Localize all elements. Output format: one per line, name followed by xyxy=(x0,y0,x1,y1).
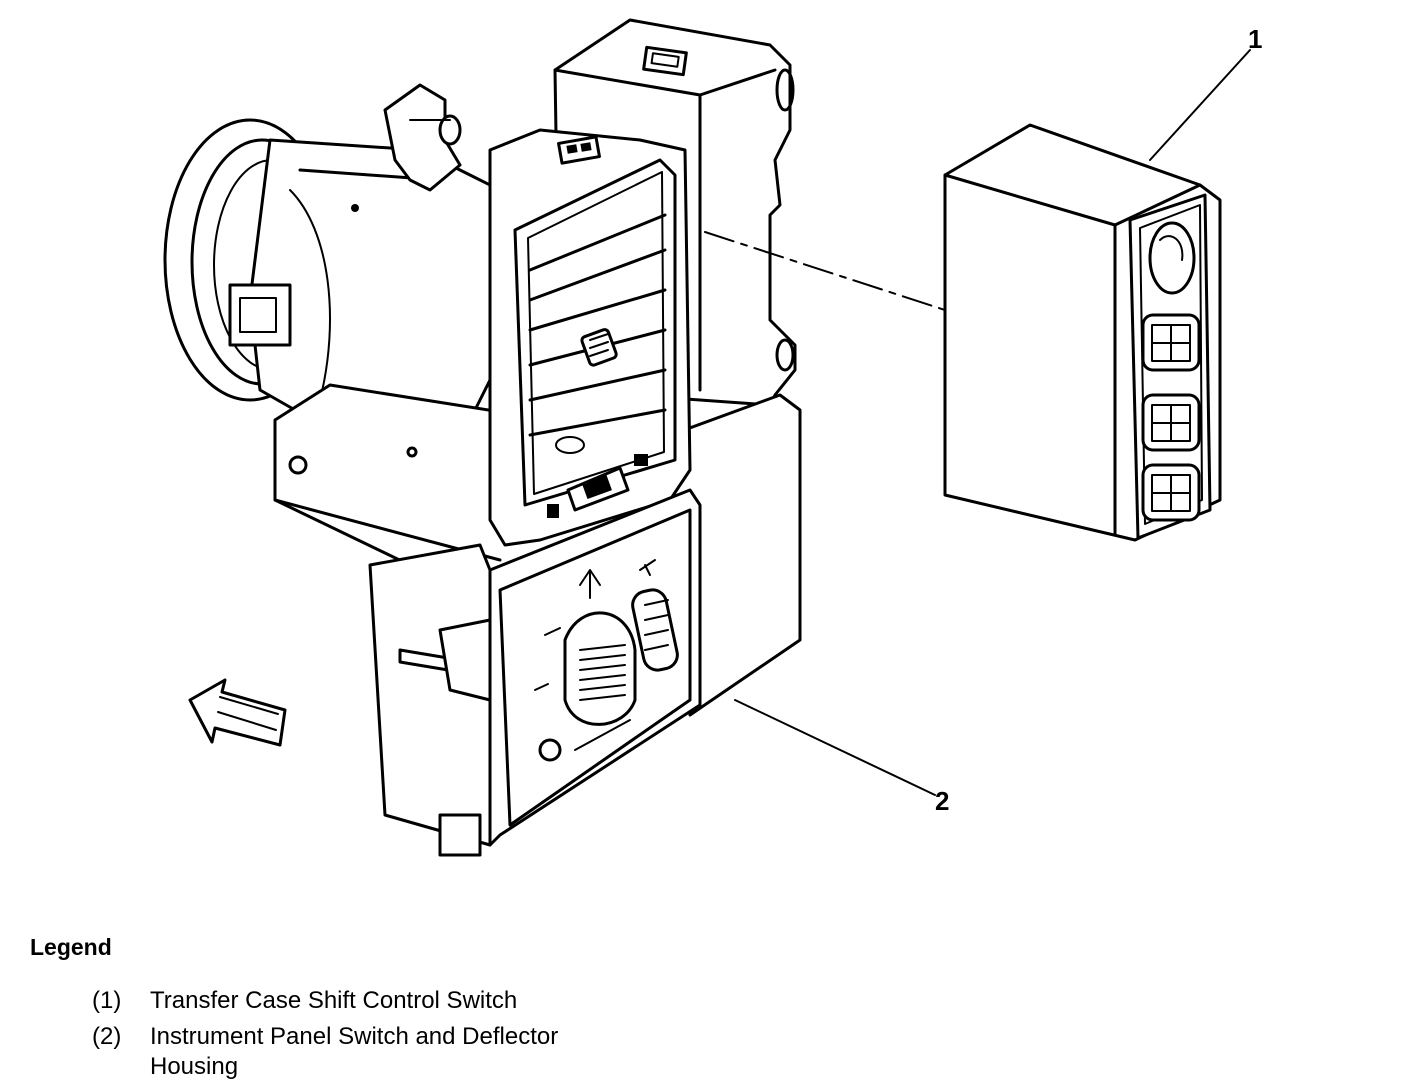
callout-2-label: 2 xyxy=(935,786,949,816)
legend-item-text: Transfer Case Shift Control Switch xyxy=(150,987,518,1014)
callout-2-leader xyxy=(734,699,936,796)
air-duct xyxy=(163,118,532,432)
instrument-panel-switch-housing xyxy=(273,18,802,857)
legend-item: (1) Transfer Case Shift Control Switch xyxy=(30,986,730,1016)
legend-item-number: (1) xyxy=(92,987,122,1014)
transfer-case-shift-control-switch xyxy=(943,123,1222,542)
legend: Legend (1) Transfer Case Shift Control S… xyxy=(30,930,730,1088)
installation-line xyxy=(704,231,946,311)
callout-1-label: 1 xyxy=(1248,24,1262,54)
legend-item-text: Instrument Panel Switch and Deflector Ho… xyxy=(150,1023,559,1080)
legend-item: (2) Instrument Panel Switch and Deflecto… xyxy=(30,1022,730,1082)
legend-item-number: (2) xyxy=(92,1023,122,1050)
callout-1-leader xyxy=(1149,49,1251,161)
direction-arrow-icon xyxy=(188,678,287,747)
legend-title: Legend xyxy=(30,934,112,960)
exploded-view-diagram: 1 2 xyxy=(163,18,1262,857)
